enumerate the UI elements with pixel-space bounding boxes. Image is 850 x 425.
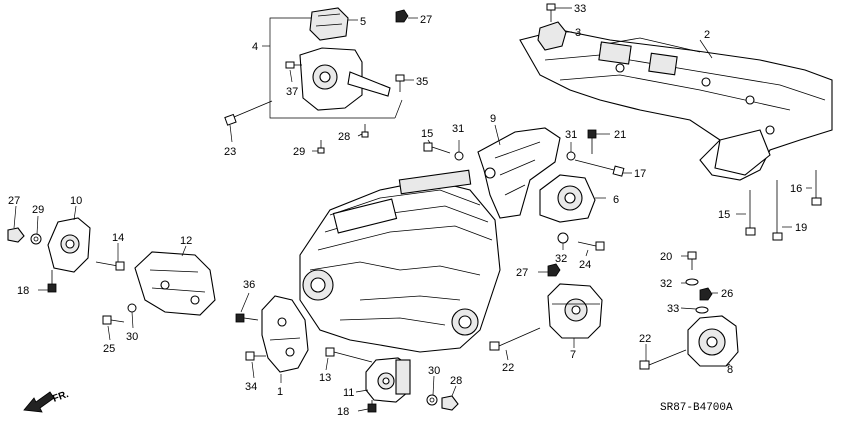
callout-10: 10 (70, 195, 82, 207)
nut-26 (699, 287, 718, 301)
mount-10 (47, 205, 91, 273)
callout-4: 4 (252, 41, 258, 53)
callout-15-lower: 15 (718, 209, 730, 221)
callout-7: 7 (570, 349, 576, 361)
front-direction-arrow: FR. (23, 389, 70, 413)
callout-22-center: 22 (502, 362, 514, 374)
nut-27-mid (538, 263, 561, 277)
callout-3: 3 (575, 27, 581, 39)
front-subframe (519, 3, 833, 181)
mount-11 (355, 357, 411, 403)
callout-1: 1 (277, 386, 283, 398)
callout-32-lower: 32 (555, 253, 567, 265)
bolt-15-upper (423, 139, 451, 154)
mount-8 (687, 315, 739, 367)
callout-23: 23 (224, 146, 236, 158)
callout-13: 13 (319, 372, 331, 384)
callout-17: 17 (634, 168, 646, 180)
callout-29-a: 28 (338, 131, 350, 143)
front-direction-label: FR. (51, 389, 70, 405)
callout-19: 19 (795, 222, 807, 234)
washer-32-lower (557, 232, 569, 250)
callout-24: 24 (579, 259, 591, 271)
callout-27-mid: 27 (516, 267, 528, 279)
callout-labels: 1 2 3 4 5 6 7 8 9 10 11 12 13 14 15 15 1… (8, 3, 807, 418)
bolt-21 (587, 129, 610, 154)
callout-38: 37 (286, 86, 298, 98)
washer-32-upper (454, 140, 464, 161)
cap-28-center (441, 385, 459, 411)
callout-28-center: 28 (450, 375, 462, 387)
callout-11: 11 (343, 387, 354, 399)
callout-20: 20 (660, 251, 672, 263)
washer-33-upper (681, 278, 699, 286)
mount-7 (547, 283, 603, 348)
callout-14: 14 (112, 232, 124, 244)
callout-32-upper: 31 (452, 123, 464, 135)
callout-8: 8 (727, 364, 733, 376)
bolt-16 (806, 170, 822, 206)
bracket-9 (477, 124, 561, 219)
callout-9: 9 (490, 113, 496, 125)
bolt-20 (681, 251, 697, 270)
callout-29-b: 29 (293, 146, 305, 158)
callout-31-right: 31 (565, 129, 577, 141)
cap-28-left (7, 205, 25, 243)
callout-16: 16 (790, 183, 802, 195)
callout-35: 34 (245, 381, 257, 393)
callout-34: 33 (574, 3, 586, 15)
bolt-14 (95, 243, 125, 271)
washer-33-lower (680, 306, 709, 314)
bolt-23 (224, 100, 273, 143)
bolt-18-center (357, 400, 377, 413)
callout-30-center: 30 (428, 365, 440, 377)
callout-22-right: 22 (639, 333, 651, 345)
callout-33-lower: 33 (667, 303, 679, 315)
bolt-19 (772, 180, 792, 241)
callout-18-center: 18 (337, 406, 349, 418)
diagram-code: SR87-B4700A (660, 402, 733, 414)
callout-28-left: 27 (8, 195, 20, 207)
stud-13 (325, 347, 373, 371)
callout-2: 2 (704, 29, 710, 41)
rear-mount-assembly (262, 7, 418, 119)
callout-37: 36 (243, 279, 255, 291)
bolt-37 (235, 292, 259, 323)
callout-30-left: 29 (32, 204, 44, 216)
bolt-22-center (489, 327, 541, 361)
callout-15-upper: 15 (421, 128, 433, 140)
washer-30-center (426, 375, 438, 406)
bolt-29-b (312, 140, 325, 154)
callout-5: 5 (360, 16, 366, 28)
callout-25: 25 (103, 343, 115, 355)
bolt-15-lower (736, 190, 756, 236)
bolt-24 (577, 241, 605, 257)
washer-30-left (30, 215, 42, 245)
bolt-18-left (38, 270, 57, 293)
washer-31-right (566, 142, 576, 161)
bracket-12 (134, 245, 216, 316)
engine-block (299, 169, 501, 353)
callout-31-left: 30 (126, 331, 138, 343)
bolt-25 (102, 315, 125, 341)
callout-12: 12 (180, 235, 192, 247)
mount-6 (539, 174, 606, 223)
callout-33-upper: 32 (660, 278, 672, 290)
bolt-29-a (357, 124, 369, 138)
callout-26: 26 (721, 288, 733, 300)
washer-31-left (127, 303, 137, 329)
callout-21: 21 (614, 129, 626, 141)
callout-6: 6 (613, 194, 619, 206)
bolt-22-right (639, 344, 687, 370)
callout-27-top: 27 (420, 14, 432, 26)
bolt-17 (574, 159, 632, 177)
callout-36: 35 (416, 76, 428, 88)
callout-18-left: 18 (17, 285, 29, 297)
bracket-1 (261, 295, 309, 383)
bolt-35 (245, 351, 266, 379)
